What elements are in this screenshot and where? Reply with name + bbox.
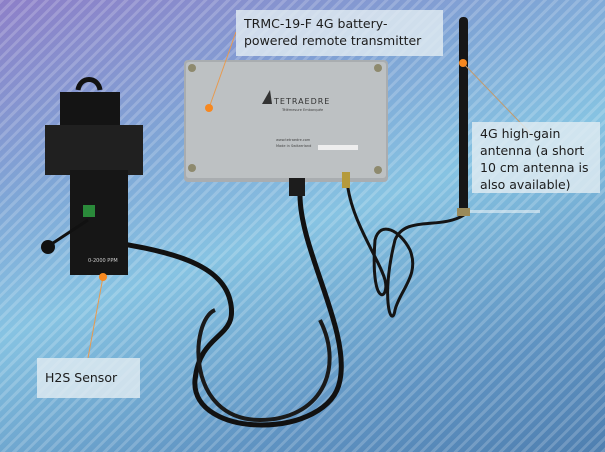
h2s-sensor	[41, 77, 143, 275]
transmitter-label: TRMC-19-F 4G battery-powered remote tran…	[236, 10, 443, 56]
transmitter-box	[184, 60, 388, 196]
device-brand: TETRAEDRE	[274, 97, 331, 106]
sensor-cable-coil	[196, 308, 332, 423]
sensor-marker	[99, 273, 107, 281]
antenna-marker	[459, 59, 467, 67]
antenna-label: 4G high-gain antenna (a short 10 cm ante…	[472, 122, 600, 193]
device-website: www.tetraedre.com	[276, 138, 311, 142]
device-origin: Made in Switzerland	[276, 144, 312, 148]
sensor-label: H2S Sensor	[37, 358, 140, 398]
sensor-range: 0-2000 PPM	[88, 258, 118, 264]
sensor-leader-line	[87, 276, 104, 359]
antenna-cable	[345, 179, 465, 318]
sensor-cable	[99, 194, 344, 428]
device-tagline: Télémesure Embarquée	[282, 108, 324, 112]
transmitter-marker	[205, 104, 213, 112]
transmitter-leader-line	[208, 31, 237, 109]
